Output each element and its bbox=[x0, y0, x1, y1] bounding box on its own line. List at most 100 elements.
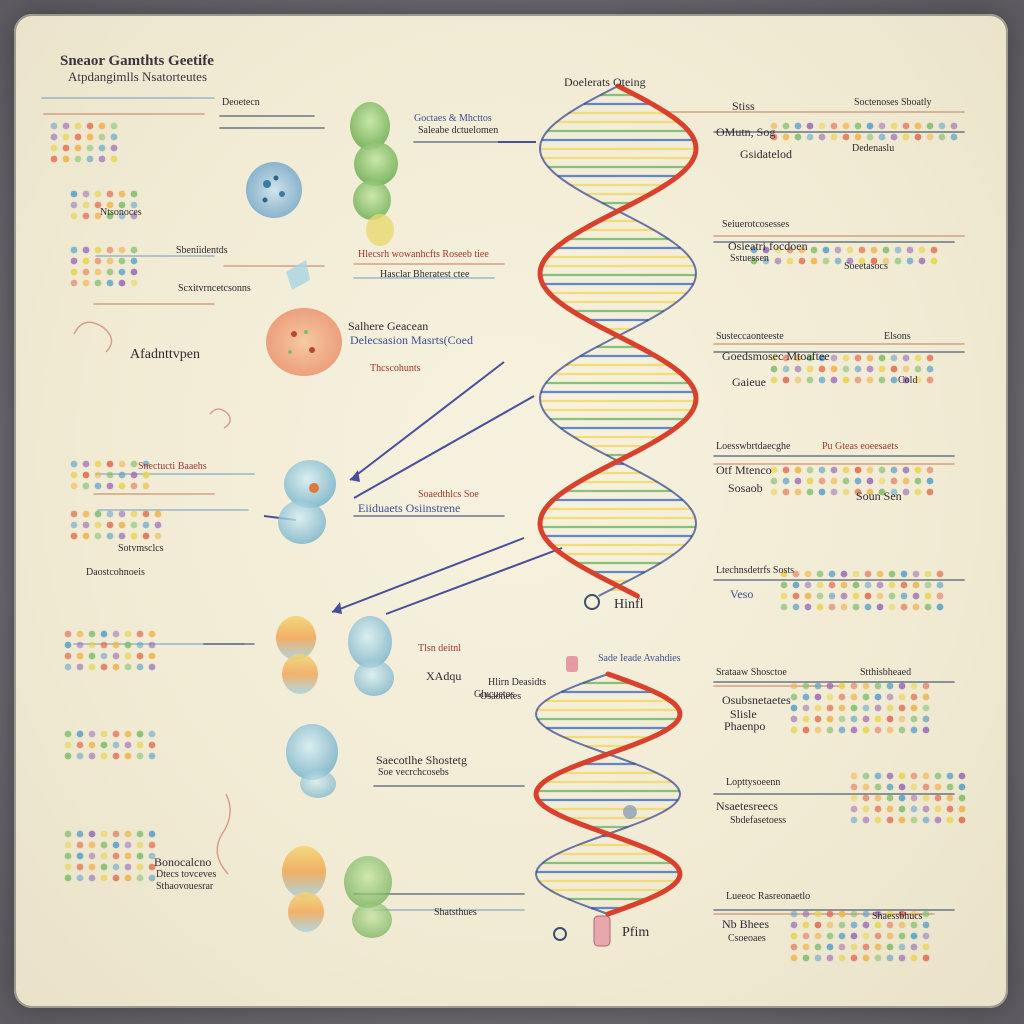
allele-dot bbox=[914, 466, 922, 474]
allele-dot bbox=[858, 246, 866, 254]
allele-dot bbox=[98, 144, 106, 152]
allele-dot bbox=[864, 592, 872, 600]
allele-dot bbox=[780, 592, 788, 600]
allele-dot bbox=[50, 155, 58, 163]
right-label-7c: Sbdefasetoess bbox=[730, 815, 787, 826]
allele-dot bbox=[846, 246, 854, 254]
allele-dot bbox=[86, 144, 94, 152]
allele-dot bbox=[826, 910, 834, 918]
left-label-8: Daostcohnoeis bbox=[86, 567, 145, 578]
allele-dot bbox=[902, 376, 910, 384]
allele-dot bbox=[106, 212, 114, 220]
allele-dot bbox=[806, 477, 814, 485]
allele-dot bbox=[834, 257, 842, 265]
allele-dot bbox=[50, 122, 58, 130]
allele-dot bbox=[118, 257, 126, 265]
allele-dot bbox=[846, 257, 854, 265]
allele-dot bbox=[106, 201, 114, 209]
allele-dot bbox=[850, 805, 858, 813]
allele-dot bbox=[70, 279, 78, 287]
allele-dot bbox=[890, 133, 898, 141]
allele-dot bbox=[838, 921, 846, 929]
allele-dot bbox=[82, 510, 90, 518]
allele-dot bbox=[838, 954, 846, 962]
allele-dot bbox=[946, 772, 954, 780]
right-label-6b: Stthisbheaed bbox=[860, 667, 912, 678]
allele-dot bbox=[914, 376, 922, 384]
allele-dot bbox=[76, 652, 84, 660]
allele-dot bbox=[886, 772, 894, 780]
allele-dot bbox=[886, 715, 894, 723]
allele-dot bbox=[106, 482, 114, 490]
allele-dot bbox=[864, 570, 872, 578]
allele-dot bbox=[814, 715, 822, 723]
allele-dot bbox=[826, 715, 834, 723]
allele-dot bbox=[922, 726, 930, 734]
allele-dot bbox=[106, 279, 114, 287]
right-label-4a: Loesswbrtdaecghe bbox=[716, 441, 791, 452]
allele-dot bbox=[866, 354, 874, 362]
allele-dot bbox=[94, 257, 102, 265]
allele-dot bbox=[858, 257, 866, 265]
allele-dot bbox=[118, 212, 126, 220]
allele-dot bbox=[792, 603, 800, 611]
allele-dot bbox=[110, 133, 118, 141]
allele-dot bbox=[142, 521, 150, 529]
mid-label-5a: Tlsn deitnl bbox=[418, 643, 462, 654]
allele-dot bbox=[782, 365, 790, 373]
allele-dot bbox=[142, 471, 150, 479]
allele-dot bbox=[124, 630, 132, 638]
left-label-4: Scxitvrncetcsonns bbox=[178, 283, 251, 294]
allele-dot bbox=[852, 592, 860, 600]
allele-dot bbox=[64, 630, 72, 638]
allele-dot bbox=[934, 816, 942, 824]
allele-dot bbox=[76, 841, 84, 849]
allele-dot bbox=[780, 570, 788, 578]
allele-dot bbox=[130, 190, 138, 198]
allele-dot bbox=[862, 704, 870, 712]
allele-dot bbox=[62, 122, 70, 130]
allele-dot bbox=[94, 190, 102, 198]
allele-dot bbox=[930, 257, 938, 265]
allele-dot bbox=[862, 805, 870, 813]
allele-dot bbox=[106, 532, 114, 540]
allele-dot bbox=[876, 592, 884, 600]
allele-dot bbox=[922, 783, 930, 791]
allele-dot bbox=[794, 488, 802, 496]
allele-dot bbox=[136, 830, 144, 838]
allele-dot bbox=[876, 570, 884, 578]
allele-dot bbox=[106, 246, 114, 254]
lower-helix-strand-red bbox=[533, 671, 683, 917]
infographic-poster: Sneaor Gamthts Geetife Atpdangimlls Nsat… bbox=[14, 14, 1008, 1008]
allele-dot bbox=[82, 279, 90, 287]
allele-dot bbox=[874, 910, 882, 918]
allele-dot bbox=[838, 715, 846, 723]
allele-dot bbox=[136, 663, 144, 671]
arrow-head bbox=[350, 470, 360, 482]
allele-dot bbox=[82, 212, 90, 220]
allele-dot bbox=[936, 592, 944, 600]
allele-dot bbox=[874, 921, 882, 929]
allele-dot bbox=[850, 921, 858, 929]
allele-dot bbox=[890, 488, 898, 496]
allele-dot bbox=[842, 354, 850, 362]
allele-dot bbox=[850, 794, 858, 802]
allele-dot bbox=[910, 805, 918, 813]
allele-dot bbox=[862, 715, 870, 723]
allele-dot bbox=[64, 830, 72, 838]
allele-dot bbox=[74, 122, 82, 130]
allele-dot bbox=[914, 354, 922, 362]
allele-dot bbox=[946, 783, 954, 791]
small-blue-shard bbox=[286, 260, 310, 290]
allele-dot bbox=[838, 726, 846, 734]
allele-dot bbox=[854, 122, 862, 130]
allele-dot bbox=[826, 921, 834, 929]
allele-dot bbox=[112, 641, 120, 649]
connector-arrow bbox=[331, 537, 525, 613]
allele-dot bbox=[94, 279, 102, 287]
allele-dot bbox=[110, 155, 118, 163]
allele-dot bbox=[136, 874, 144, 882]
allele-dot bbox=[854, 133, 862, 141]
connector-arrow bbox=[385, 547, 563, 615]
allele-dot bbox=[958, 805, 966, 813]
